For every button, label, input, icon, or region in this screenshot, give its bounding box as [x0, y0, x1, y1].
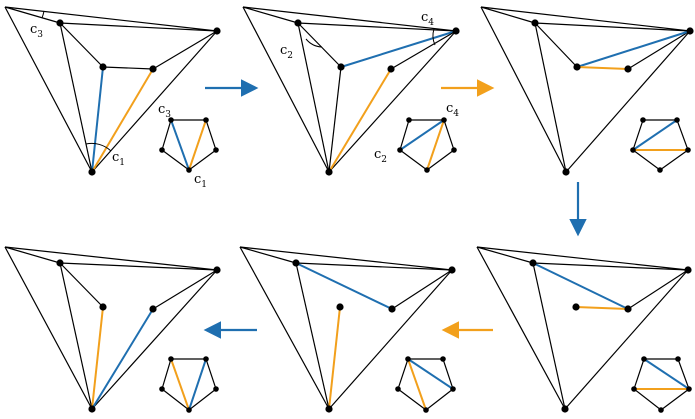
panel-6-blue-edge — [91, 308, 154, 410]
panel-5-inset-pentagon — [395, 356, 456, 413]
panel-5 — [239, 246, 456, 413]
panel-1-vertices — [56, 19, 221, 176]
panel-5-orange-edge — [328, 306, 341, 410]
panel-1-angle-c1-arc — [85, 142, 112, 152]
panel-2-inset-label-c4: c4 — [446, 101, 459, 119]
panel-1: c3 c1 c3 c1 — [4, 6, 221, 190]
panel-4-orange-edge — [575, 306, 629, 310]
panel-3-orange-edge — [576, 66, 629, 70]
panel-2-inset-label-c2: c2 — [374, 147, 387, 165]
panel-1-inset-label-c3: c3 — [158, 102, 171, 120]
panel-1-black-edges — [4, 6, 218, 173]
panel-4-inset-pentagon — [631, 356, 692, 413]
panel-2-label-c4: c4 — [421, 10, 434, 28]
panel-1-blue-edge — [91, 66, 104, 173]
panel-1-orange-edge — [91, 68, 154, 173]
panel-3 — [480, 6, 694, 176]
panel-4-blue-edge — [532, 262, 629, 310]
panel-2-angle-c2-arc — [305, 38, 323, 48]
panel-2-label-c2: c2 — [280, 43, 293, 61]
panel-4 — [476, 246, 692, 413]
panel-2-angle-c4-arc — [432, 28, 436, 46]
panel-6-orange-edge — [91, 306, 104, 410]
panel-2: c2 c4 c4 c2 — [242, 6, 460, 176]
panel-1-angle-c3-arc — [41, 10, 45, 19]
panel-2-inset-pentagon: c4 c2 — [374, 101, 459, 173]
panel-2-orange-edge — [328, 68, 392, 173]
panel-6 — [4, 246, 221, 413]
panel-6-inset-pentagon — [159, 356, 219, 413]
panel-3-inset-pentagon — [630, 117, 691, 173]
panel-2-blue-edge — [340, 30, 457, 68]
panel-5-blue-edge — [295, 262, 393, 310]
panel-1-inset-pentagon: c3 c1 — [158, 102, 219, 190]
panel-1-label-c3: c3 — [30, 22, 43, 40]
panel-1-label-c1: c1 — [112, 150, 125, 168]
panel-1-inset-label-c1: c1 — [194, 172, 207, 190]
panel-3-blue-edge — [576, 30, 691, 68]
